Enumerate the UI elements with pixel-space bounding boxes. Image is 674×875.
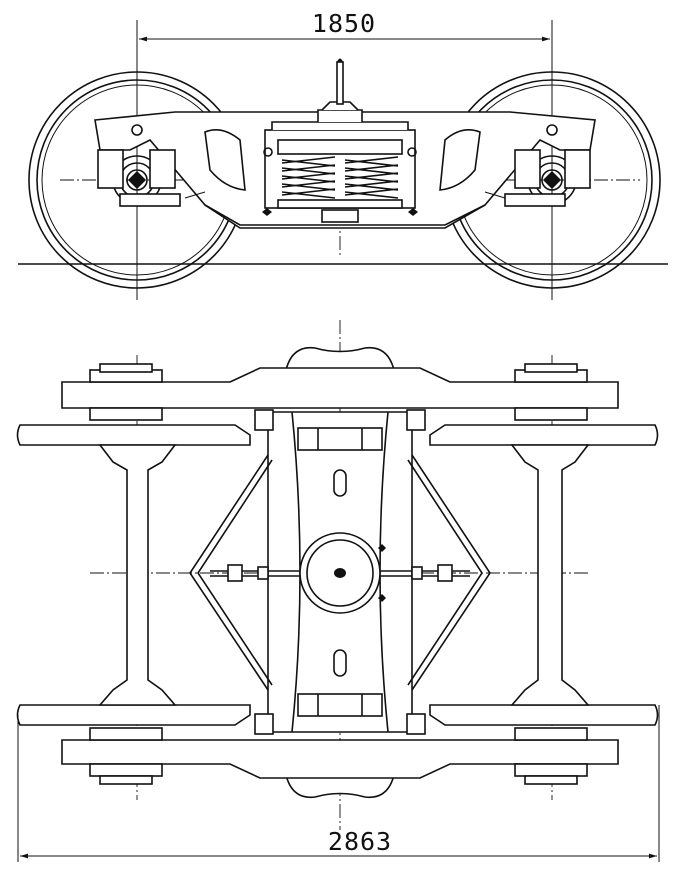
wheelbase-dimension: 1850 bbox=[136, 9, 553, 300]
spring-coils-right bbox=[344, 156, 399, 199]
left-axle bbox=[98, 444, 177, 706]
spring-coils-left bbox=[281, 156, 336, 199]
side-elevation bbox=[18, 58, 668, 289]
wheel-rim-top-left bbox=[16, 424, 251, 446]
wheel-rim-bottom-right bbox=[429, 704, 659, 726]
overall-width-dimension-label: 2863 bbox=[328, 827, 392, 856]
top-side-frame bbox=[61, 363, 619, 421]
plan-view bbox=[16, 320, 659, 830]
wheel-rim-bottom-left bbox=[16, 704, 251, 726]
overall-width-dimension: 2863 bbox=[17, 705, 660, 862]
wheelbase-dimension-label: 1850 bbox=[312, 9, 376, 38]
bottom-side-frame bbox=[61, 727, 619, 785]
wheel-rim-top-right bbox=[429, 424, 659, 446]
brake-linkage bbox=[189, 454, 491, 691]
right-axle bbox=[510, 444, 590, 706]
bolster-and-springs bbox=[262, 58, 418, 223]
bolster-body bbox=[267, 411, 413, 733]
